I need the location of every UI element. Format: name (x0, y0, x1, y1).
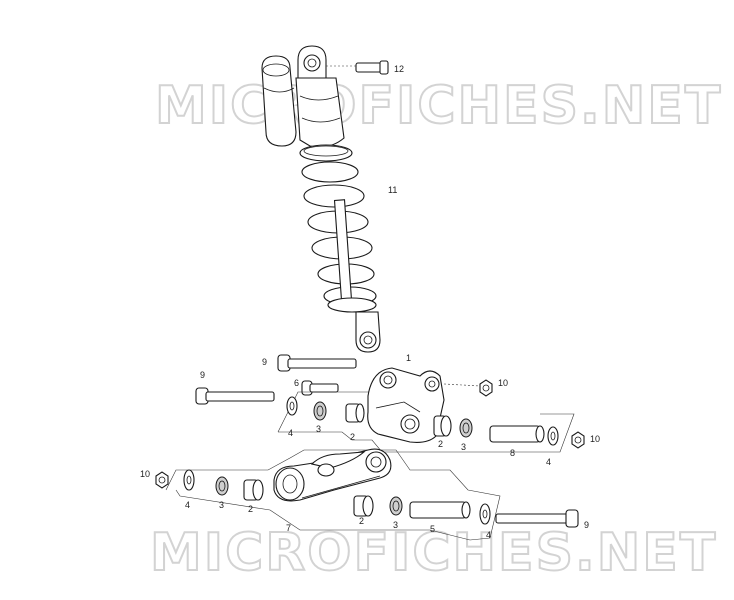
bolt-6 (301, 380, 339, 396)
connecting-rod-7 (273, 448, 392, 502)
callout-labels: 12 11 9 1 9 6 10 4 3 2 10 2 3 8 4 10 4 3… (140, 64, 600, 540)
callout-2-upper-right: 2 (438, 439, 443, 449)
callout-6: 6 (294, 378, 299, 388)
callout-1: 1 (406, 353, 411, 363)
bushing-2-upper-left (345, 403, 365, 423)
seal-3-lower-right (389, 496, 403, 516)
nut-10-lower-left (155, 471, 169, 489)
callout-10-lower-left: 10 (140, 469, 150, 479)
bushing-2-lower-right (353, 495, 374, 517)
bolt-12 (326, 60, 389, 75)
sleeve-8 (489, 425, 545, 443)
washer-4-lower-right (479, 503, 491, 525)
callout-9-middle: 9 (200, 370, 205, 380)
nut-10-right (571, 431, 585, 449)
callout-12: 12 (394, 64, 404, 74)
callout-7: 7 (286, 523, 291, 533)
callout-10-right: 10 (590, 434, 600, 444)
sleeve-5 (409, 501, 471, 519)
callout-9-lower: 9 (584, 520, 589, 530)
washer-4-upper-left (286, 396, 298, 416)
washer-4-upper-right (547, 426, 559, 446)
callout-10-upper: 10 (498, 378, 508, 388)
callout-2-upper-left: 2 (350, 432, 355, 442)
callout-9-upper: 9 (262, 357, 267, 367)
callout-11: 11 (388, 185, 397, 195)
callout-4-lower-right: 4 (486, 530, 491, 540)
watermark-top: MICROFICHES.NET (155, 76, 722, 136)
bushing-2-upper-right (433, 415, 452, 437)
callout-8: 8 (510, 448, 515, 458)
linkage-rocker-1 (367, 367, 445, 443)
callout-5: 5 (430, 524, 435, 534)
washer-4-lower-left (183, 469, 195, 491)
bolt-9-lower (495, 509, 579, 528)
bushing-2-lower-left (243, 479, 264, 501)
callout-4-upper-right: 4 (546, 457, 551, 467)
seal-3-upper-left (313, 401, 327, 421)
callout-3-upper-left: 3 (316, 424, 321, 434)
seal-3-upper-right (459, 418, 473, 438)
callout-2-lower-left: 2 (248, 504, 253, 514)
callout-3-lower-right: 3 (393, 520, 398, 530)
seal-3-lower-left (215, 476, 229, 496)
callout-3-lower-left: 3 (219, 500, 224, 510)
watermark-bottom: MICROFICHES.NET (150, 523, 717, 583)
callout-3-upper-right: 3 (461, 442, 466, 452)
nut-10-upper (443, 379, 493, 397)
bolt-9-upper (277, 354, 357, 372)
rear-shock-absorber (261, 45, 381, 353)
callout-2-lower-right: 2 (359, 516, 364, 526)
callout-4-lower-left: 4 (185, 500, 190, 510)
bolt-9-middle (195, 387, 275, 405)
callout-4-upper-left: 4 (288, 428, 293, 438)
